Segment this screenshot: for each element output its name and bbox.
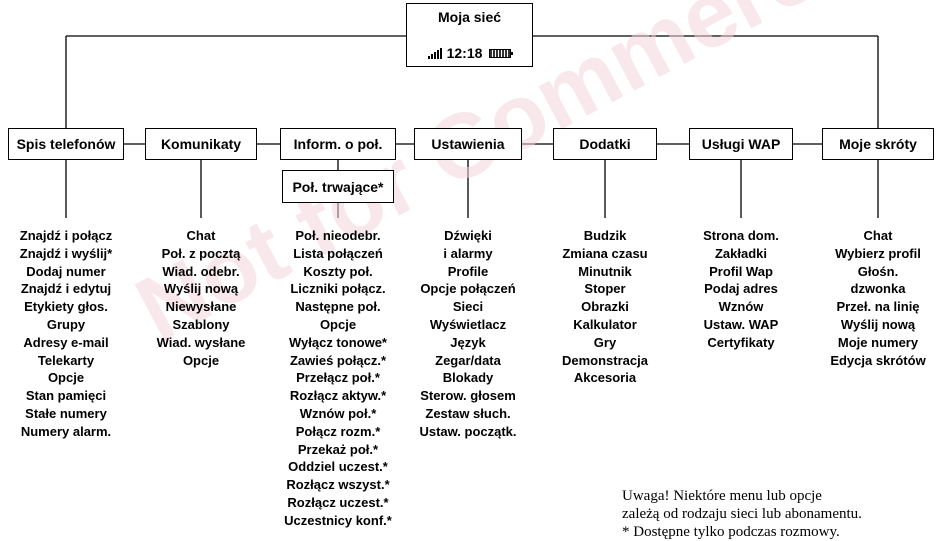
menu-item: Obrazki	[581, 299, 629, 315]
menu-item: Grupy	[46, 316, 86, 332]
menu-item: Profil Wap	[709, 263, 773, 279]
menu-box-2: Inform. o poł.	[280, 128, 396, 160]
menu-item: Zegar/data	[435, 352, 501, 368]
menu-item: Ustaw. początk.	[419, 423, 517, 439]
menu-item: Koszty poł.	[303, 263, 373, 279]
footnote-line: Uwaga! Niektóre menu lub opcje	[622, 488, 822, 504]
menu-item: Język	[450, 334, 486, 350]
menu-item: Chat	[863, 228, 893, 243]
menu-item: Opcje	[182, 352, 220, 368]
menu-item: Stałe numery	[25, 405, 107, 421]
menu-item: Wyślij nową	[840, 316, 916, 332]
menu-item: Uczestnicy konf.*	[284, 512, 392, 528]
menu-item: Rozłącz wszyst.*	[286, 477, 390, 493]
menu-item: Zmiana czasu	[562, 245, 648, 261]
menu-box-6: Moje skróty	[822, 128, 934, 160]
menu-item: Wiad. wysłane	[156, 334, 246, 350]
menu-item: Oddziel uczest.*	[288, 459, 388, 475]
menu-item: Znajdź i połącz	[19, 228, 113, 243]
menu-item: Kalkulator	[573, 316, 637, 332]
menu-item: Sterow. głosem	[420, 388, 516, 404]
menu-item: Niewysłane	[165, 299, 237, 315]
menu-item: Strona dom.	[703, 228, 779, 243]
menu-item: Poł. nieodebr.	[295, 228, 381, 243]
menu-item: Połącz rozm.*	[295, 423, 381, 439]
menu-item: Przekaż poł.*	[297, 441, 379, 457]
menu-item: Poł. z pocztą	[161, 245, 241, 261]
menu-item: Sieci	[452, 299, 484, 315]
menu-item: Minutnik	[578, 263, 632, 279]
menu-item: Adresy e-mail	[23, 334, 109, 350]
menu-item: Wyświetlacz	[429, 316, 507, 332]
menu-item: Edycja skrótów	[830, 352, 926, 368]
menu-item: Numery alarm.	[20, 423, 112, 439]
menu-item: Następne poł.	[295, 299, 381, 315]
menu-item: Opcje połączeń	[420, 281, 516, 297]
menu-item: Dodaj numer	[26, 263, 106, 279]
menu-item: Wyślij nową	[163, 281, 239, 297]
menu-item: Wyłącz tonowe*	[288, 334, 387, 350]
menu-item: Znajdź i wyślij*	[19, 245, 113, 261]
menu-item: Znajdź i edytuj	[20, 281, 112, 297]
menu-item: Wznów	[718, 299, 764, 315]
menu-box-0: Spis telefonów	[8, 128, 124, 160]
battery-icon	[489, 48, 514, 58]
menu-item: Podaj adres	[704, 281, 778, 297]
menu-item: i alarmy	[443, 245, 493, 261]
menu-item: Rozłącz aktyw.*	[289, 388, 387, 404]
submenu-box: Poł. trwające*	[282, 170, 394, 203]
menu-box-4: Dodatki	[553, 128, 657, 160]
menu-item: Certyfikaty	[707, 334, 775, 350]
clock-time: 12:18	[446, 45, 483, 61]
footnote-line: zależą od rodzaju sieci lub abonamentu.	[622, 506, 862, 522]
menu-box-3: Ustawienia	[414, 128, 522, 160]
root-menu-box: Moja sieć 12:18	[406, 3, 533, 67]
menu-box-1: Komunikaty	[145, 128, 257, 160]
menu-item: Akcesoria	[573, 370, 637, 386]
menu-item: Profile	[447, 263, 489, 279]
menu-item: Zestaw słuch.	[425, 405, 511, 421]
menu-item: dzwonka	[850, 281, 906, 297]
menu-item: Telekarty	[37, 352, 95, 368]
menu-item: Szablony	[172, 316, 230, 332]
footnote-line: * Dostępne tylko podczas rozmowy.	[622, 524, 840, 540]
menu-item: Zawieś połącz.*	[289, 352, 387, 368]
menu-item: Budzik	[583, 228, 627, 243]
status-bar: 12:18	[407, 44, 532, 62]
menu-item: Moje numery	[837, 334, 919, 350]
menu-item: Ustaw. WAP	[703, 316, 779, 332]
menu-item: Stan pamięci	[25, 388, 107, 404]
menu-box-5: Usługi WAP	[689, 128, 793, 160]
footnote: Uwaga! Niektóre menu lub opcje zależą od…	[622, 487, 862, 541]
menu-item: Liczniki połącz.	[290, 281, 386, 297]
menu-item: Gry	[593, 334, 617, 350]
menu-item: Przełącz poł.*	[296, 370, 380, 386]
menu-item: Wybierz profil	[835, 245, 921, 261]
menu-item: Lista połączeń	[293, 245, 383, 261]
menu-item: Demonstracja	[562, 352, 648, 368]
menu-item: Dźwięki	[444, 228, 492, 243]
menu-item: Rozłącz uczest.*	[287, 494, 389, 510]
menu-item: Stoper	[584, 281, 626, 297]
menu-item: Przeł. na linię	[836, 299, 920, 315]
menu-item: Głośn.	[857, 263, 899, 279]
signal-bars-icon	[427, 47, 442, 59]
menu-item: Blokady	[442, 370, 494, 386]
menu-item: Wiad. odebr.	[162, 263, 240, 279]
menu-item: Chat	[186, 228, 216, 243]
menu-item: Zakładki	[714, 245, 768, 261]
menu-item: Wznów poł.*	[299, 405, 377, 421]
root-title: Moja sieć	[437, 9, 502, 25]
menu-item: Etykiety głos.	[24, 299, 108, 315]
menu-item: Opcje	[319, 316, 357, 332]
menu-item: Opcje	[47, 370, 85, 386]
